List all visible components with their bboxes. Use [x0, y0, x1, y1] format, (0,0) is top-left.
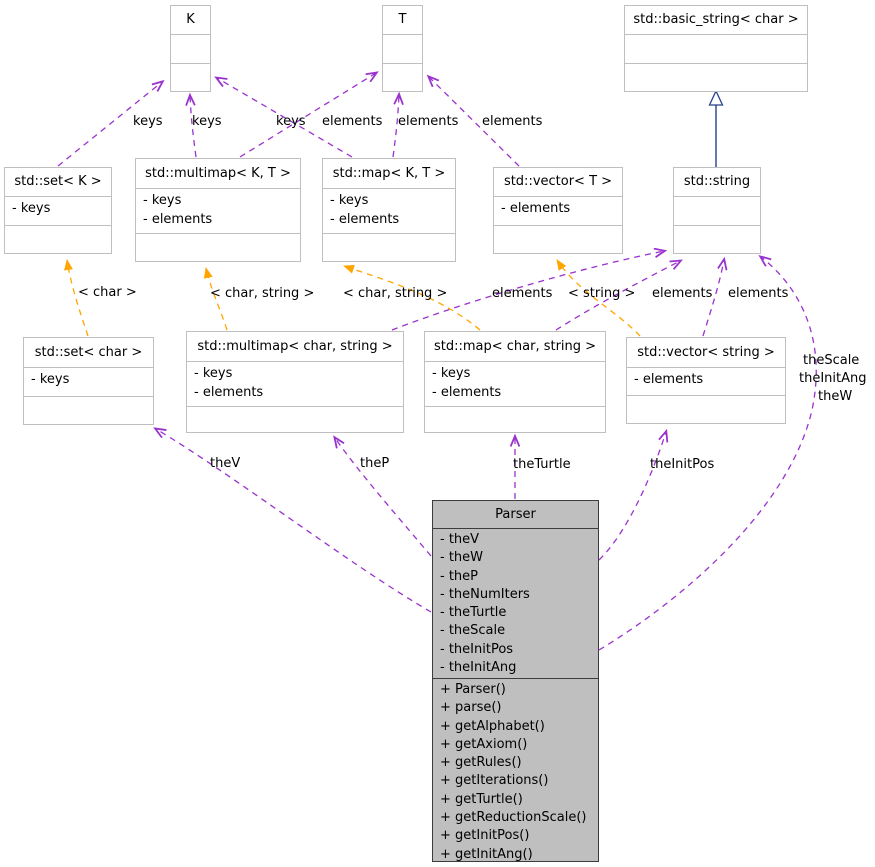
- class-title: std::vector< T >: [503, 174, 613, 189]
- class-title: std::map< char, string >: [433, 339, 597, 354]
- edge-label: elements: [728, 286, 789, 301]
- edge-vectors-vectort: [556, 259, 641, 337]
- class-node-set-char[interactable]: std::set< char >- keys: [23, 337, 154, 425]
- attribute: - keys: [432, 366, 471, 381]
- edge-mapkt-elems-t: [392, 95, 399, 158]
- edge-label: theInitPos: [650, 457, 715, 472]
- class-node-multimap-char-string[interactable]: std::multimap< char, string >- keys- ele…: [186, 331, 404, 433]
- class-title: std::set< char >: [34, 345, 143, 360]
- attribute: - theV: [440, 532, 480, 547]
- edge-label: theV: [210, 456, 241, 471]
- edge-label: keys: [133, 114, 163, 129]
- edge-mapkt-keys-k: [217, 78, 353, 158]
- edge-vectors-elems-string: [702, 260, 724, 337]
- attribute: - keys: [143, 193, 182, 208]
- method: + getRules(): [440, 755, 522, 771]
- method: + getReductionScale(): [440, 810, 587, 826]
- attribute: - elements: [501, 201, 571, 216]
- edge-string-inherits-basicstring: [708, 89, 724, 167]
- attribute: - elements: [432, 385, 502, 400]
- edge-label: elements: [482, 114, 543, 129]
- edge-label: theTurtle: [513, 457, 571, 472]
- edge-label: keys: [276, 114, 306, 129]
- attribute: - elements: [143, 212, 213, 227]
- class-node-map-kt[interactable]: std::map< K, T >- keys- elements: [322, 158, 456, 262]
- attribute: - keys: [194, 366, 233, 381]
- attribute: - keys: [31, 372, 70, 387]
- class-node-parser[interactable]: Parser - theV - theW - theP - theNumIters - t…: [432, 500, 599, 862]
- edge-mapcs-mapkt: [343, 264, 481, 331]
- attribute: - theInitAng: [440, 660, 517, 676]
- edge-mapcs-elems-string: [555, 261, 680, 331]
- edge-label: theP: [360, 456, 390, 471]
- edge-label: < string >: [568, 286, 636, 301]
- class-node-map-char-string[interactable]: std::map< char, string >- keys- elements: [424, 331, 606, 433]
- edge-label: < char, string >: [210, 286, 315, 301]
- attribute: - theW: [440, 550, 484, 566]
- attribute: - elements: [194, 385, 264, 400]
- edge-label: elements: [398, 114, 459, 129]
- edge-label: elements: [652, 286, 713, 301]
- edge-label: theScale: [803, 353, 860, 368]
- edge-multimapcs-elems-string: [391, 251, 664, 331]
- class-node-t[interactable]: T: [382, 5, 423, 92]
- class-title: std::vector< string >: [637, 345, 775, 360]
- attribute: - elements: [330, 212, 400, 227]
- edge-setchar-setk: [64, 259, 89, 337]
- class-node-vector-string[interactable]: std::vector< string >- elements: [626, 337, 786, 424]
- class-title: std::multimap< char, string >: [197, 339, 393, 354]
- attribute: - theScale: [440, 623, 506, 639]
- method: + getInitPos(): [440, 828, 530, 844]
- attribute: - theNumIters: [440, 586, 530, 602]
- method: + Parser(): [440, 682, 506, 697]
- edge-parser-thescale-string: [598, 257, 817, 651]
- edge-label: theW: [818, 389, 853, 404]
- attribute: - theTurtle: [440, 605, 507, 621]
- method: + getIterations(): [440, 773, 549, 789]
- edge-parser-theinitpos-vectors: [598, 432, 666, 561]
- class-node-set-k[interactable]: std::set< K >- keys: [4, 167, 112, 254]
- edge-label: elements: [492, 286, 553, 301]
- attribute: - elements: [634, 372, 704, 387]
- class-node-k[interactable]: K: [170, 5, 211, 92]
- method: + getAlphabet(): [440, 718, 545, 734]
- class-title: std::set< K >: [14, 174, 102, 189]
- edge-parser-thep-multimapcs: [335, 438, 432, 557]
- attribute: - theInitPos: [440, 641, 514, 657]
- class-title: T: [398, 12, 407, 27]
- edge-label: < char, string >: [343, 286, 448, 301]
- class-title: K: [186, 12, 195, 27]
- class-title: std::multimap< K, T >: [145, 166, 291, 181]
- class-node-string[interactable]: std::string: [673, 167, 761, 254]
- method: + parse(): [440, 700, 502, 716]
- edge-parser-thev-setchar: [156, 429, 432, 613]
- edge-label: < char >: [78, 285, 137, 300]
- class-node-multimap-kt[interactable]: std::multimap< K, T >- keys- elements: [135, 158, 301, 262]
- class-title: std::basic_string< char >: [633, 12, 799, 27]
- method: + getInitAng(): [440, 846, 533, 861]
- attribute: - theP: [440, 568, 478, 584]
- edge-label: keys: [192, 114, 222, 129]
- edge-multimapcs-multimapkt: [203, 267, 228, 331]
- edge-label: theInitAng: [799, 371, 867, 386]
- class-title: std::string: [683, 174, 751, 189]
- class-title: Parser: [495, 507, 536, 522]
- attribute: - keys: [12, 201, 51, 216]
- edge-label: elements: [322, 114, 383, 129]
- edge-multimapkt-elems-t: [239, 73, 376, 158]
- class-title: std::map< K, T >: [332, 166, 446, 181]
- class-node-vector-t[interactable]: std::vector< T >- elements: [493, 167, 623, 254]
- method: + getTurtle(): [440, 791, 523, 807]
- edge-setk-keys-k: [57, 82, 162, 167]
- attribute: - keys: [330, 193, 369, 208]
- edge-multimapkt-keys-k: [190, 96, 197, 158]
- class-node-basic-string[interactable]: std::basic_string< char >: [624, 5, 808, 92]
- method: + getAxiom(): [440, 736, 528, 752]
